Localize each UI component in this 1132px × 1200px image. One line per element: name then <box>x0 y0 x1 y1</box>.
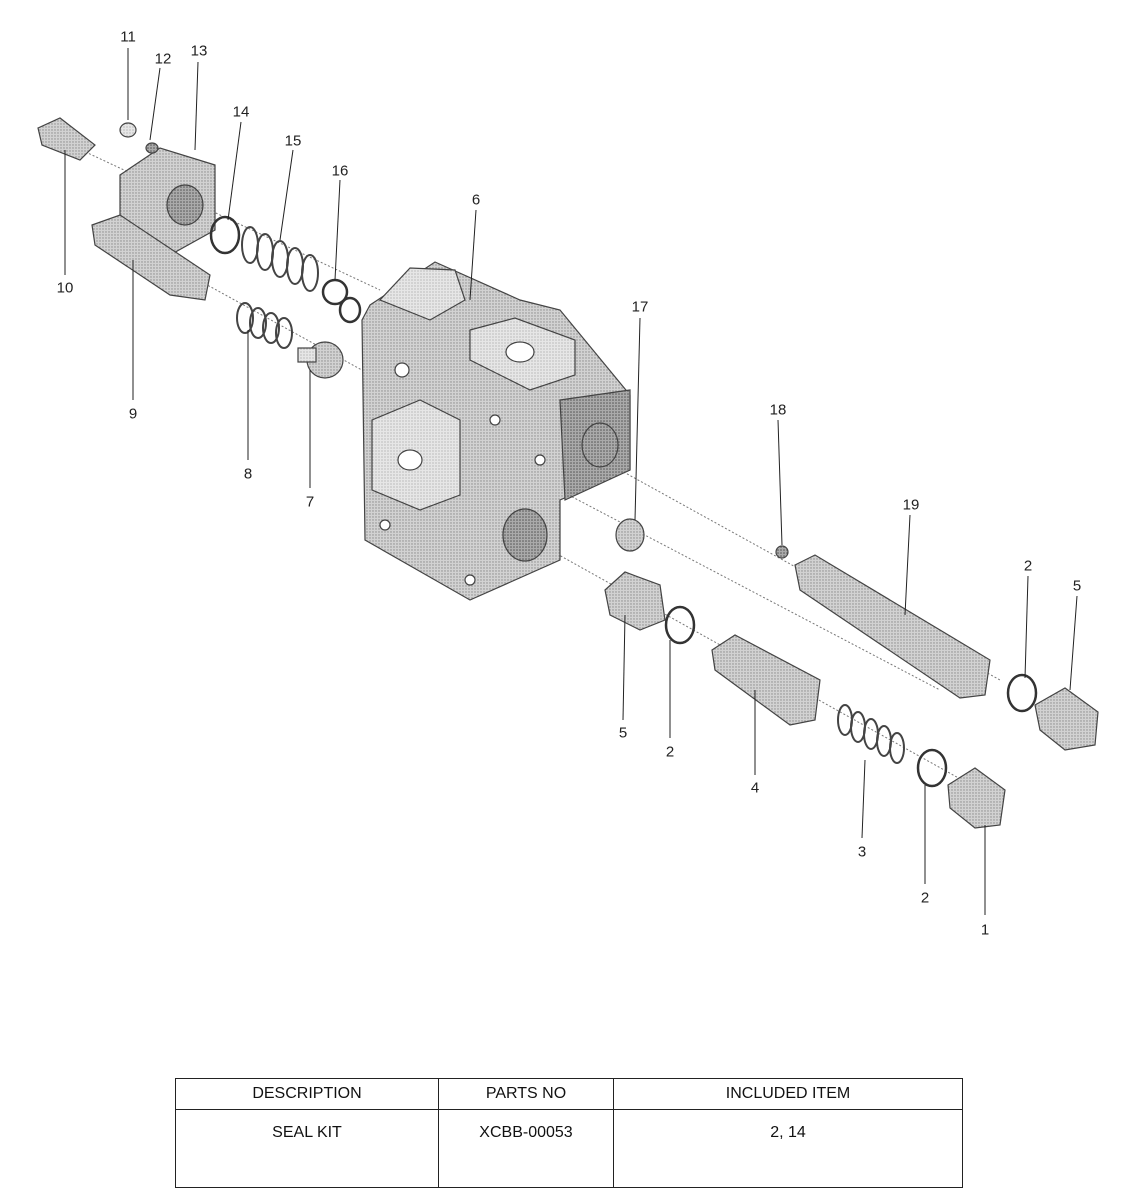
callout-5: 5 <box>1072 577 1082 595</box>
o-ring-part-2-c <box>1006 673 1038 713</box>
check-part-17 <box>615 518 645 552</box>
plug-part-5-lower <box>604 571 666 631</box>
callout-16: 16 <box>331 162 349 180</box>
poppet-part-7 <box>297 341 344 379</box>
callout-2: 2 <box>1023 557 1033 575</box>
relief-valve-part-9 <box>91 214 211 301</box>
spool-part-4 <box>711 634 821 726</box>
spring-part-8 <box>236 302 293 349</box>
leader-lines <box>64 48 1078 915</box>
cell-description: SEAL KIT <box>175 1109 439 1188</box>
callout-18: 18 <box>769 401 787 419</box>
spool-part-19 <box>794 554 991 699</box>
cell-included-item: 2, 14 <box>613 1109 963 1188</box>
callout-2: 2 <box>665 743 675 761</box>
o-ring-part-2-a <box>664 605 696 645</box>
callout-19: 19 <box>902 496 920 514</box>
callout-15: 15 <box>284 132 302 150</box>
o-ring-part-16 <box>321 278 362 324</box>
o-ring-part-14 <box>209 215 241 255</box>
plug-part-1 <box>947 767 1006 829</box>
callout-17: 17 <box>631 298 649 316</box>
callout-5: 5 <box>618 724 628 742</box>
ball-part-18 <box>775 545 789 559</box>
o-ring-part-2-b <box>916 748 948 788</box>
callout-3: 3 <box>857 843 867 861</box>
callout-1: 1 <box>980 921 990 939</box>
callout-10: 10 <box>56 279 74 297</box>
callout-12: 12 <box>154 50 172 68</box>
callout-7: 7 <box>305 493 315 511</box>
table-row: SEAL KIT XCBB-00053 2, 14 <box>175 1109 963 1188</box>
table-header-row: DESCRIPTION PARTS NO INCLUDED ITEM <box>175 1078 963 1110</box>
plug-part-11-12 <box>119 122 159 154</box>
cell-parts-no: XCBB-00053 <box>438 1109 614 1188</box>
callout-8: 8 <box>243 465 253 483</box>
callout-6: 6 <box>471 191 481 209</box>
callout-9: 9 <box>128 405 138 423</box>
valve-body-part-6 <box>361 261 631 601</box>
exploded-parts-diagram <box>37 48 1099 915</box>
header-description: DESCRIPTION <box>175 1078 439 1110</box>
spring-part-15 <box>241 226 319 292</box>
callout-13: 13 <box>190 42 208 60</box>
callout-14: 14 <box>232 103 250 121</box>
header-parts-no: PARTS NO <box>438 1078 614 1110</box>
plug-part-5-upper <box>1034 687 1099 751</box>
header-included-item: INCLUDED ITEM <box>613 1078 963 1110</box>
callout-4: 4 <box>750 779 760 797</box>
callout-2: 2 <box>920 889 930 907</box>
callout-11: 11 <box>120 28 136 46</box>
seal-kit-table: DESCRIPTION PARTS NO INCLUDED ITEM SEAL … <box>175 1078 963 1188</box>
spring-part-3 <box>837 704 905 764</box>
fitting-part-10 <box>37 117 96 161</box>
